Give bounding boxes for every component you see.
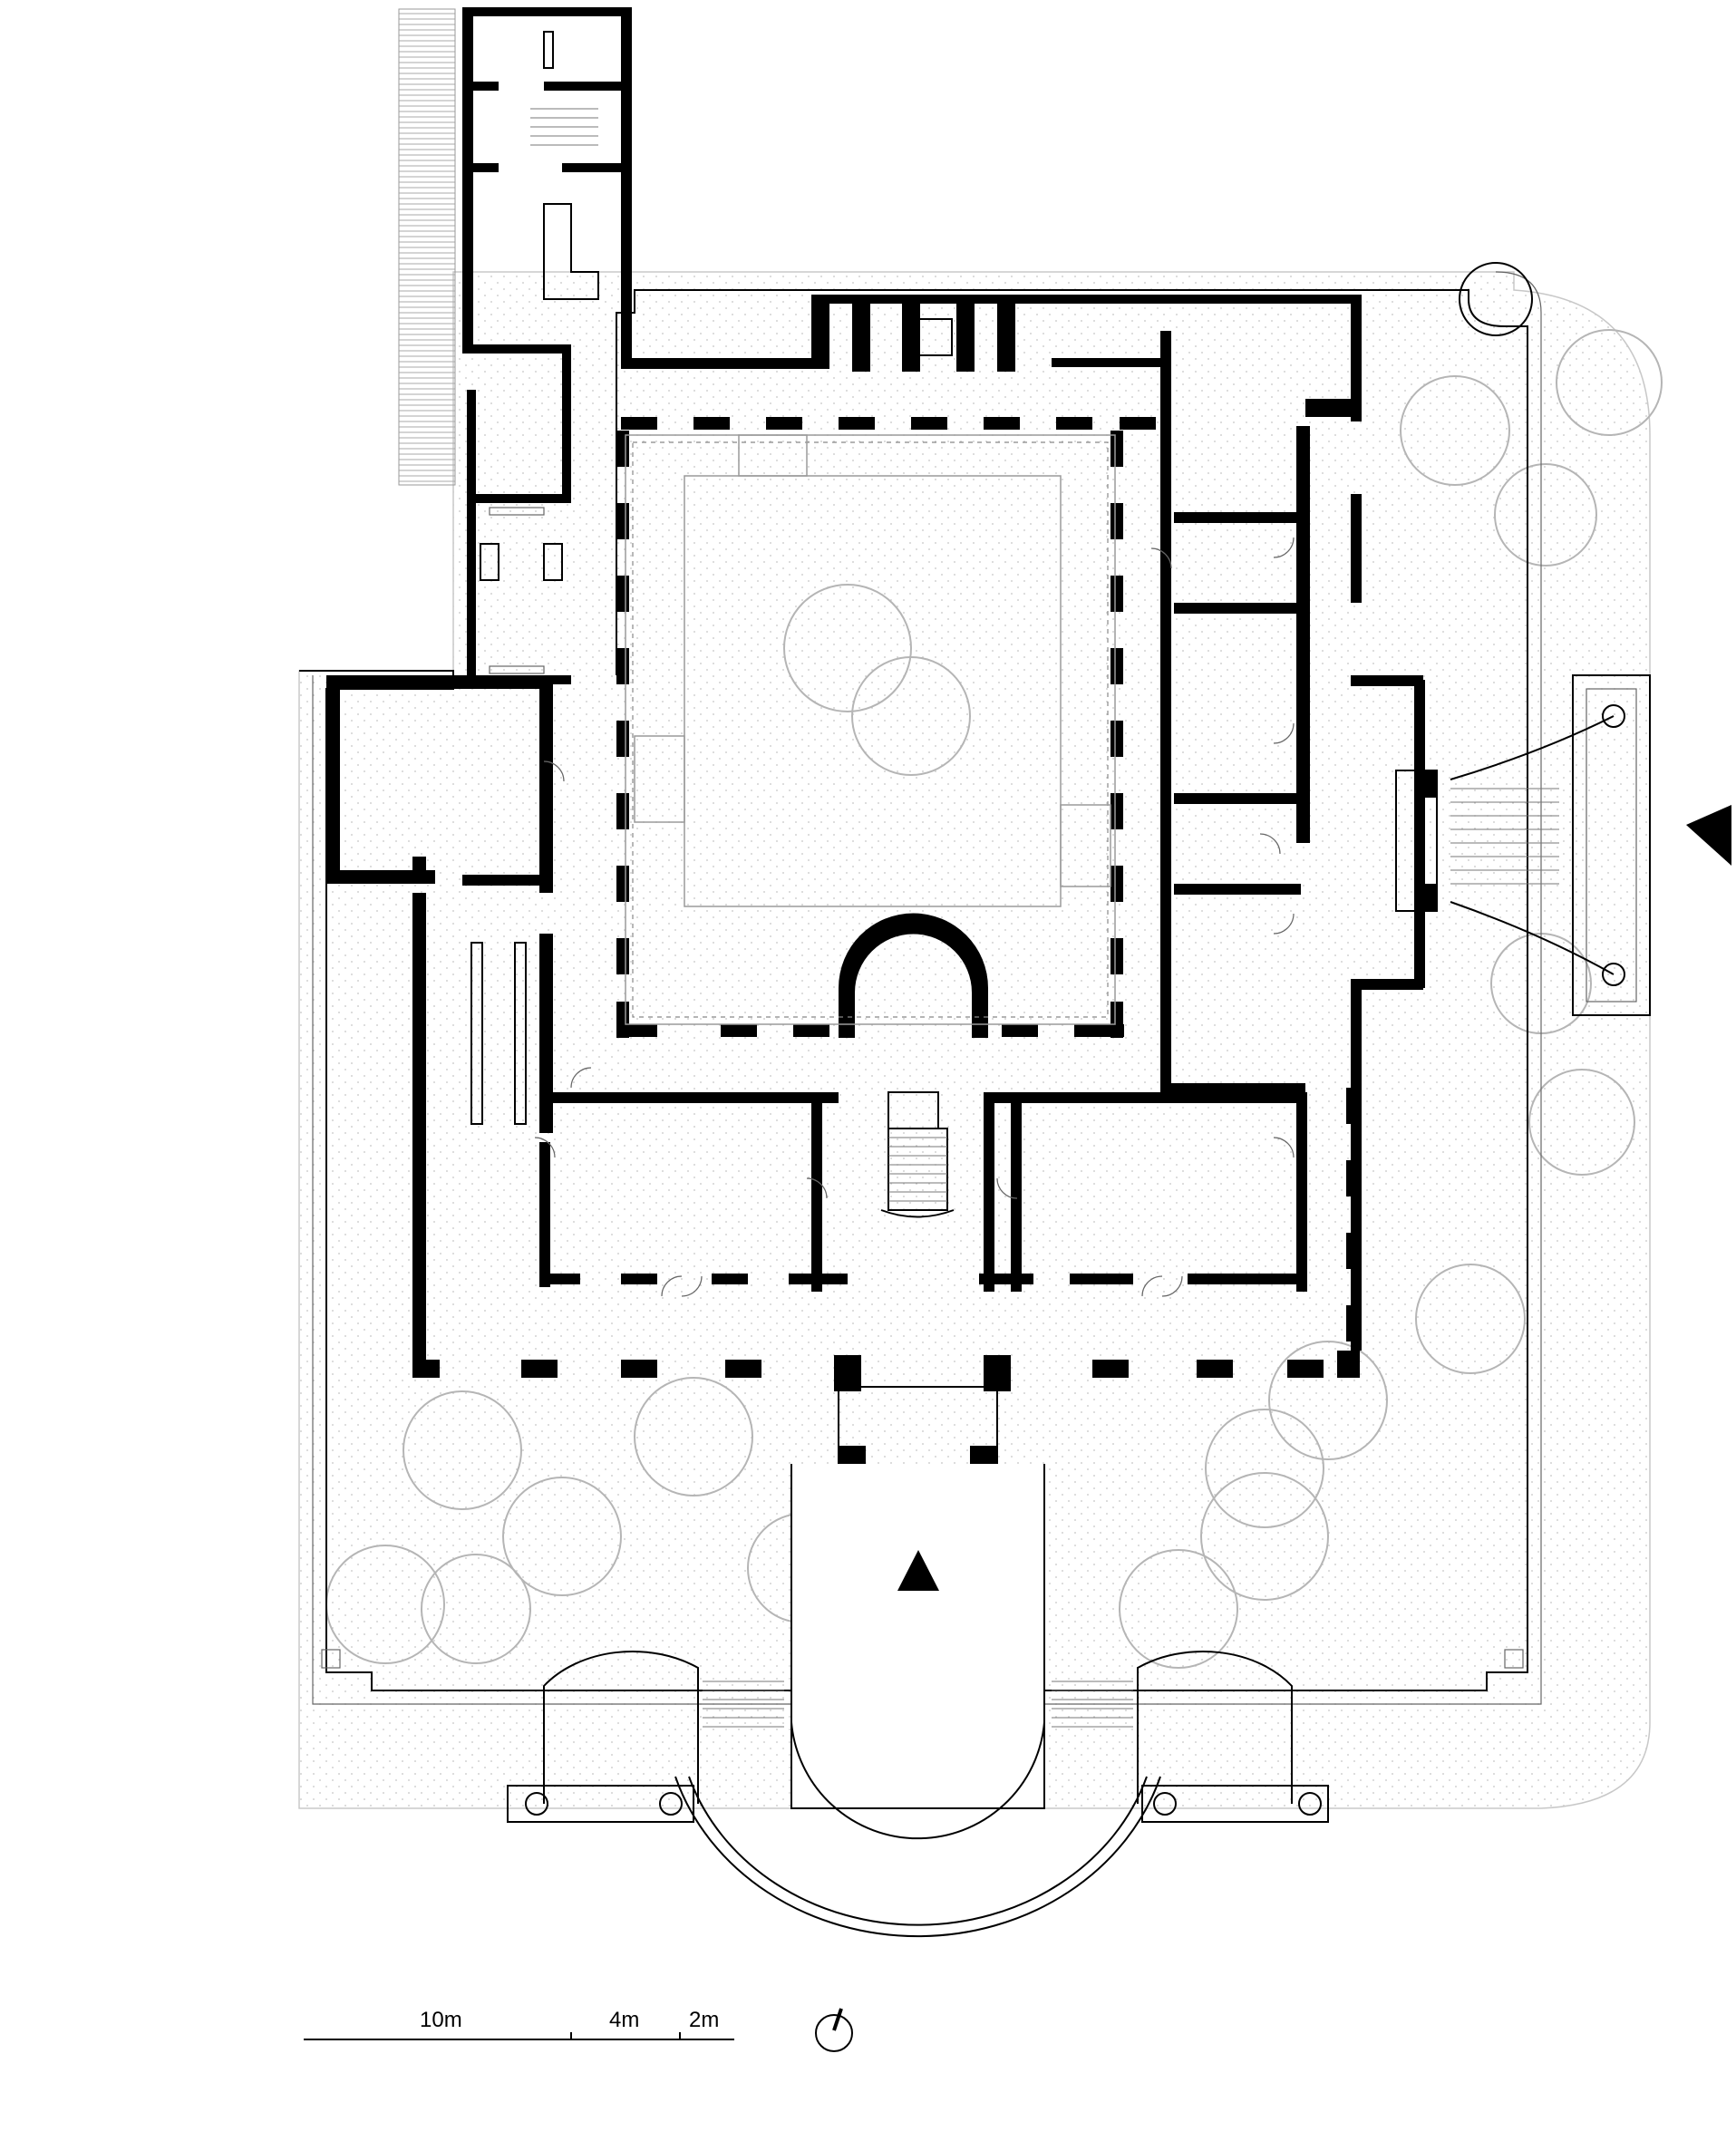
- tree-icon: [402, 1390, 522, 1510]
- terrace-outline: [299, 262, 1542, 1705]
- service-wing: [398, 7, 632, 684]
- tree-icon: [502, 1477, 622, 1596]
- entrance-arrow-icon: [1686, 805, 1731, 866]
- scale-bar: 10m 4m 2m: [304, 2008, 734, 2040]
- tree-icon: [1528, 1069, 1635, 1176]
- tree-icon: [851, 656, 971, 776]
- tree-icon: [1200, 1472, 1329, 1601]
- tree-icon: [421, 1554, 531, 1664]
- scale-label-2m: 2m: [689, 2008, 719, 2032]
- tree-icon: [1268, 1341, 1388, 1460]
- trees: [325, 329, 1663, 1669]
- doors: [534, 537, 1295, 1297]
- main-staircase: [880, 1091, 955, 1218]
- site-ground: [298, 271, 1651, 1809]
- entrance-arrow-icon: [897, 1550, 939, 1591]
- east-stair: [1450, 674, 1651, 1016]
- roof-hatch: [398, 8, 456, 486]
- scale-label-10m: 10m: [420, 2008, 462, 2032]
- tree-icon: [783, 584, 912, 712]
- tree-icon: [1415, 1264, 1526, 1374]
- north-arrow-icon: [815, 2008, 853, 2052]
- forecourt: [507, 1464, 1329, 1938]
- scale-label-4m: 4m: [609, 2008, 639, 2032]
- tree-icon: [1205, 1409, 1324, 1528]
- tree-icon: [1119, 1549, 1238, 1669]
- tree-icon: [1556, 329, 1663, 436]
- tree-icon: [1494, 463, 1597, 567]
- tree-icon: [1400, 375, 1510, 486]
- courtyard: [625, 434, 1116, 1025]
- tree-icon: [634, 1377, 753, 1497]
